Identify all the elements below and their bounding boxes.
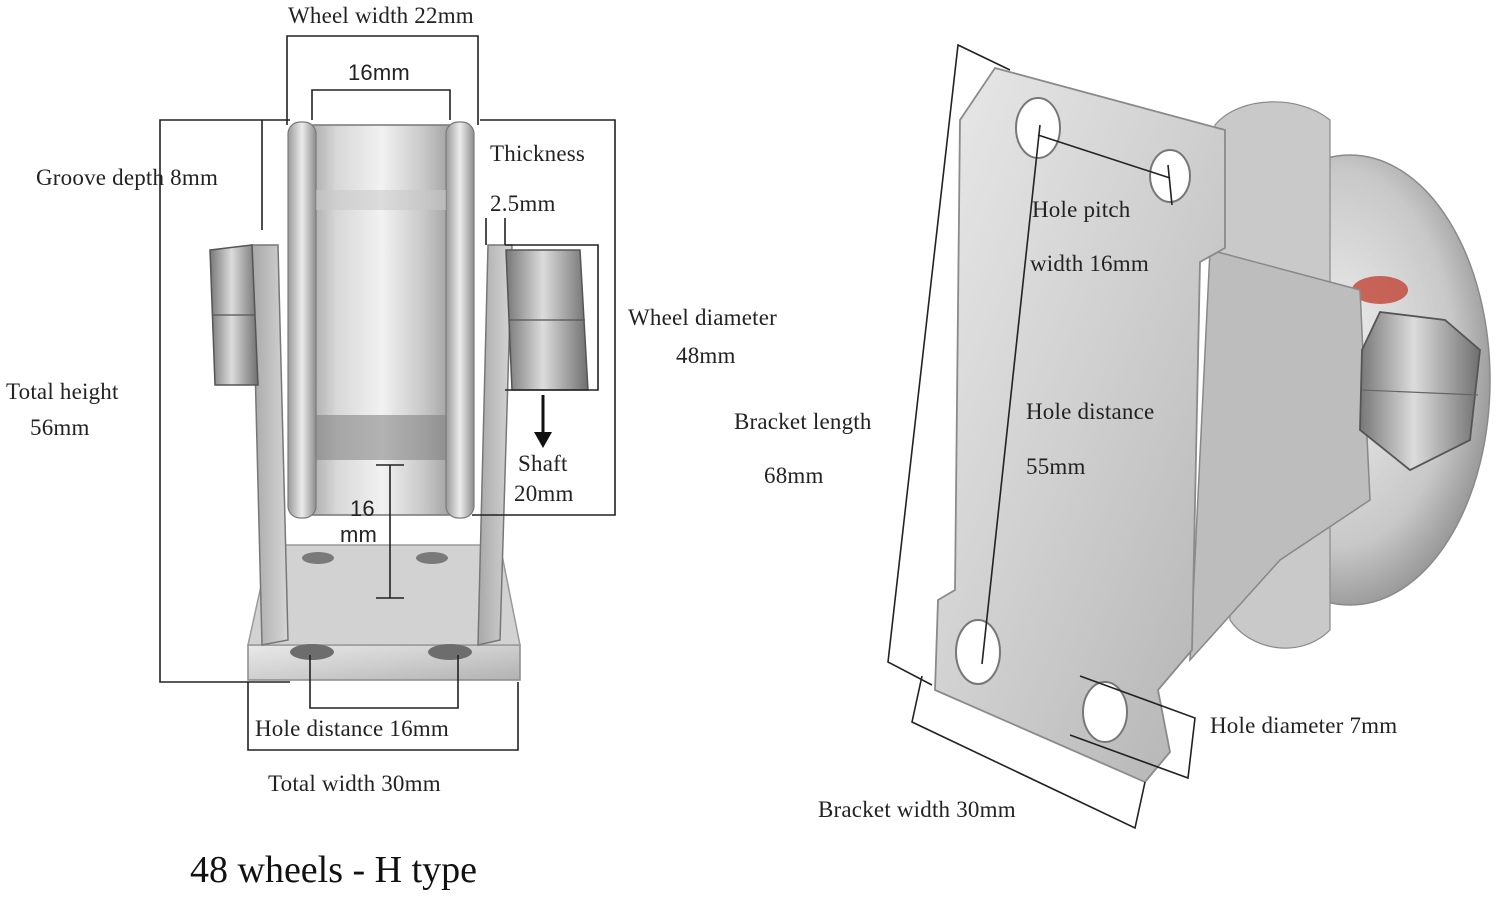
base-hole-left [290, 644, 334, 660]
bracket-plate [934, 66, 1226, 784]
plate-hole-bottom-left [955, 619, 1001, 685]
left-dimension-lines [159, 35, 616, 751]
plate-hole-top-left [1015, 97, 1061, 159]
plate-hole-bottom-right [1082, 681, 1128, 743]
label-thickness: Thickness [490, 141, 586, 166]
side-plate-left [251, 244, 289, 646]
groove-shade-top [316, 190, 446, 210]
label-center-dim: 16 [350, 496, 375, 521]
side-plate-right [477, 244, 513, 646]
label-hole-distance-right: Hole distance [1026, 399, 1155, 424]
label-wheel-diameter-value: 48mm [676, 343, 736, 368]
label-wheel-width: Wheel width 22mm [288, 3, 474, 28]
left-front-view [159, 35, 616, 751]
label-wheel-diameter: Wheel diameter [628, 305, 778, 330]
hex-bolt [1359, 311, 1481, 472]
label-hole-pitch: Hole pitch [1032, 197, 1131, 222]
label-thickness-value: 2.5mm [490, 191, 556, 216]
label-shaft: Shaft [518, 451, 568, 476]
label-shaft-value: 20mm [514, 481, 574, 506]
product-caption: 48 wheels - H type [190, 849, 478, 891]
base-plate [247, 644, 521, 681]
label-center-dim-unit: mm [340, 522, 378, 547]
right-dimension-lines [887, 43, 1196, 830]
right-perspective-view [887, 43, 1491, 830]
label-hole-diameter: Hole diameter 7mm [1210, 713, 1398, 738]
label-bracket-length: Bracket length [734, 409, 872, 434]
label-total-height-value: 56mm [30, 415, 90, 440]
label-groove-depth: Groove depth 8mm [36, 165, 219, 190]
bracket-floor [247, 544, 521, 646]
base-hole-right [428, 644, 472, 660]
bearing-seal [1352, 276, 1408, 304]
label-hole-distance-right-value: 55mm [1026, 454, 1086, 479]
top-hole-right [416, 552, 448, 564]
label-hole-distance: Hole distance 16mm [255, 716, 449, 741]
groove-shade-bottom [316, 415, 446, 460]
label-hole-pitch-value: width 16mm [1030, 251, 1149, 276]
label-total-width: Total width 30mm [268, 771, 441, 796]
label-total-height: Total height [6, 379, 119, 404]
top-hole-left [302, 552, 334, 564]
wheel-flange-right [445, 121, 475, 519]
shaft-arrow [534, 432, 552, 448]
wheel-flange-left [287, 121, 317, 519]
label-bracket-width: Bracket width 30mm [818, 797, 1016, 822]
label-bracket-length-value: 68mm [764, 463, 824, 488]
label-groove-inner: 16mm [348, 60, 410, 85]
plate-hole-top-right [1149, 149, 1191, 203]
